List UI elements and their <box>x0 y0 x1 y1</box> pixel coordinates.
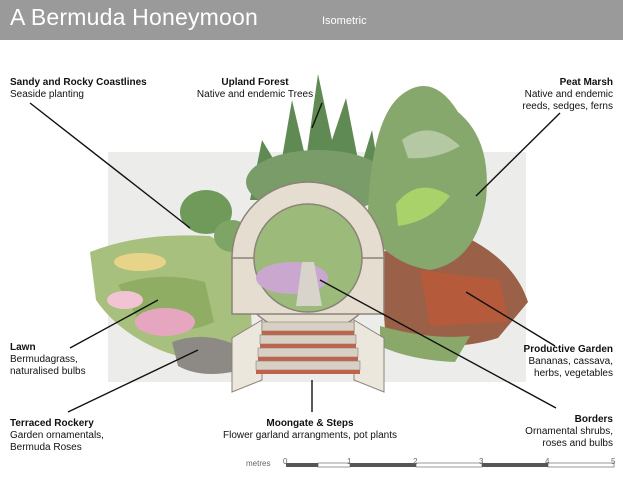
label-rockery-title: Terraced Rockery <box>10 418 94 429</box>
scale-segment-2 <box>317 462 351 468</box>
step-1 <box>261 321 355 332</box>
scale-tick-1: 1 <box>347 457 352 466</box>
leader-rockery <box>67 349 199 413</box>
step-7 <box>255 360 361 371</box>
leader-sandy <box>29 102 191 229</box>
leader-lawn <box>69 299 159 349</box>
scale-tick-2: 2 <box>413 457 418 466</box>
label-rockery-line-1: Garden ornamentals, <box>10 430 104 441</box>
scale-segment-1 <box>286 463 318 467</box>
step-4 <box>260 344 356 348</box>
flower-bed-yellow <box>114 253 166 271</box>
label-upland-forest: Upland Forest Native and endemic Trees <box>180 77 330 101</box>
leader-productive <box>465 291 556 347</box>
inner-path <box>296 262 322 306</box>
step-3 <box>259 334 357 345</box>
leader-borders <box>319 279 557 409</box>
leader-upland <box>311 102 323 129</box>
label-peat-title: Peat Marsh <box>559 77 613 88</box>
scale-segment-6 <box>547 462 615 468</box>
label-lawn-line-2: naturalised bulbs <box>10 366 86 377</box>
label-sandy-title: Sandy and Rocky Coastlines <box>10 77 147 88</box>
header-bar: A Bermuda Honeymoon Isometric <box>0 0 623 40</box>
scale-segment-5 <box>482 463 548 467</box>
step-6 <box>258 357 358 361</box>
rockery-stones <box>172 336 238 374</box>
productive-beds <box>420 270 508 326</box>
label-sandy-line-1: Seaside planting <box>10 89 84 100</box>
label-upland-title: Upland Forest <box>221 77 289 88</box>
label-peat-marsh: Peat Marsh Native and endemic reeds, sed… <box>483 77 613 113</box>
fern-fronds <box>402 130 460 159</box>
border-planting <box>380 326 470 362</box>
leader-peat <box>475 112 561 197</box>
label-moongate-title: Moongate & Steps <box>266 418 354 429</box>
scale-segment-3 <box>350 463 416 467</box>
scale-tick-3: 3 <box>479 457 484 466</box>
label-terraced-rockery: Terraced Rockery Garden ornamentals, Ber… <box>10 418 104 454</box>
label-productive-garden: Productive Garden Bananas, cassava, herb… <box>493 344 613 380</box>
label-moongate-steps: Moongate & Steps Flower garland arrangme… <box>200 418 420 442</box>
step-wall-right <box>353 319 385 393</box>
label-sandy-coastlines: Sandy and Rocky Coastlines Seaside plant… <box>10 77 147 101</box>
page-title: A Bermuda Honeymoon <box>10 4 258 30</box>
label-moongate-line-1: Flower garland arrangments, pot plants <box>223 430 397 441</box>
label-lawn: Lawn Bermudagrass, naturalised bulbs <box>10 342 86 378</box>
label-rockery-line-2: Bermuda Roses <box>10 442 82 453</box>
rose-bed-1 <box>135 308 195 336</box>
label-peat-line-1: Native and endemic <box>524 89 613 100</box>
label-borders-title: Borders <box>574 414 613 425</box>
scale-tick-5: 5 <box>611 457 616 466</box>
rose-bed-2 <box>107 291 143 309</box>
label-productive-line-1: Bananas, cassava, <box>528 356 614 367</box>
label-lawn-title: Lawn <box>10 342 36 353</box>
left-shrub <box>180 190 232 234</box>
scale-tick-0: 0 <box>283 457 288 466</box>
label-productive-title: Productive Garden <box>523 344 613 355</box>
label-borders-line-1: Ornamental shrubs, <box>525 426 613 437</box>
scale-unit: metres <box>246 459 271 468</box>
scale-tick-4: 4 <box>545 457 550 466</box>
step-8 <box>256 370 360 374</box>
label-borders: Borders Ornamental shrubs, roses and bul… <box>493 414 613 450</box>
step-wall-left <box>231 319 263 393</box>
label-lawn-line-1: Bermudagrass, <box>10 354 78 365</box>
page-subtitle: Isometric <box>322 15 367 27</box>
peat-marsh-foliage <box>368 86 487 270</box>
label-peat-line-2: reeds, sedges, ferns <box>522 101 613 112</box>
label-productive-line-2: herbs, vegetables <box>534 368 613 379</box>
label-borders-line-2: roses and bulbs <box>542 438 613 449</box>
label-upland-line-1: Native and endemic Trees <box>196 89 314 100</box>
step-2 <box>262 331 354 335</box>
step-5 <box>257 347 359 358</box>
scale-segment-4 <box>415 462 483 468</box>
scale-bar <box>286 462 615 468</box>
banana-leaves <box>396 187 450 226</box>
